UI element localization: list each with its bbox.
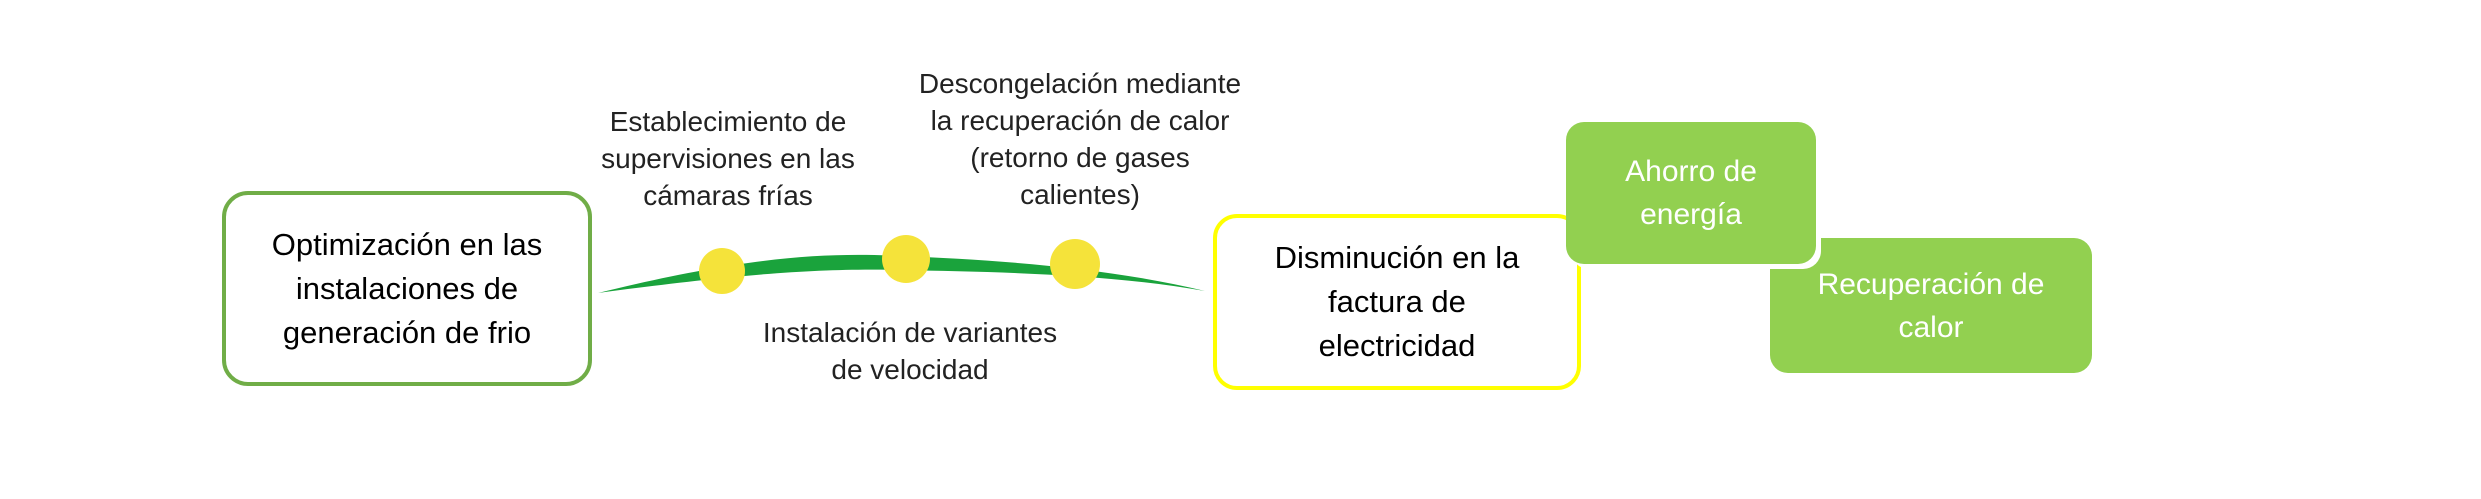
milestone-dot-variantes [882, 235, 930, 283]
variantes-label: Instalación de variantes de velocidad [762, 317, 1058, 385]
energy-saving-box: Ahorro de energía [1566, 122, 1816, 264]
heat-recovery-box: Recuperación de calor [1770, 238, 2092, 373]
milestone-dot-supervisiones [699, 248, 745, 294]
electricity-bill-box-text: Disminución en la factura de electricida… [1274, 240, 1520, 363]
connector-arrow [598, 254, 1205, 293]
milestone-dot-descongelacion [1050, 239, 1100, 289]
optimization-box-text: Optimización en las instalaciones de gen… [271, 226, 543, 350]
heat-recovery-box-text: Recuperación de calor [1817, 267, 2045, 344]
energy-saving-box-text: Ahorro de energía [1625, 155, 1757, 231]
electricity-bill-box: Disminución en la factura de electricida… [1213, 214, 1581, 390]
supervisiones-label: Establecimiento de supervisiones en las … [601, 106, 855, 211]
optimization-box: Optimización en las instalaciones de gen… [222, 191, 592, 386]
descongelacion-label: Descongelación mediante la recuperación … [918, 68, 1242, 210]
